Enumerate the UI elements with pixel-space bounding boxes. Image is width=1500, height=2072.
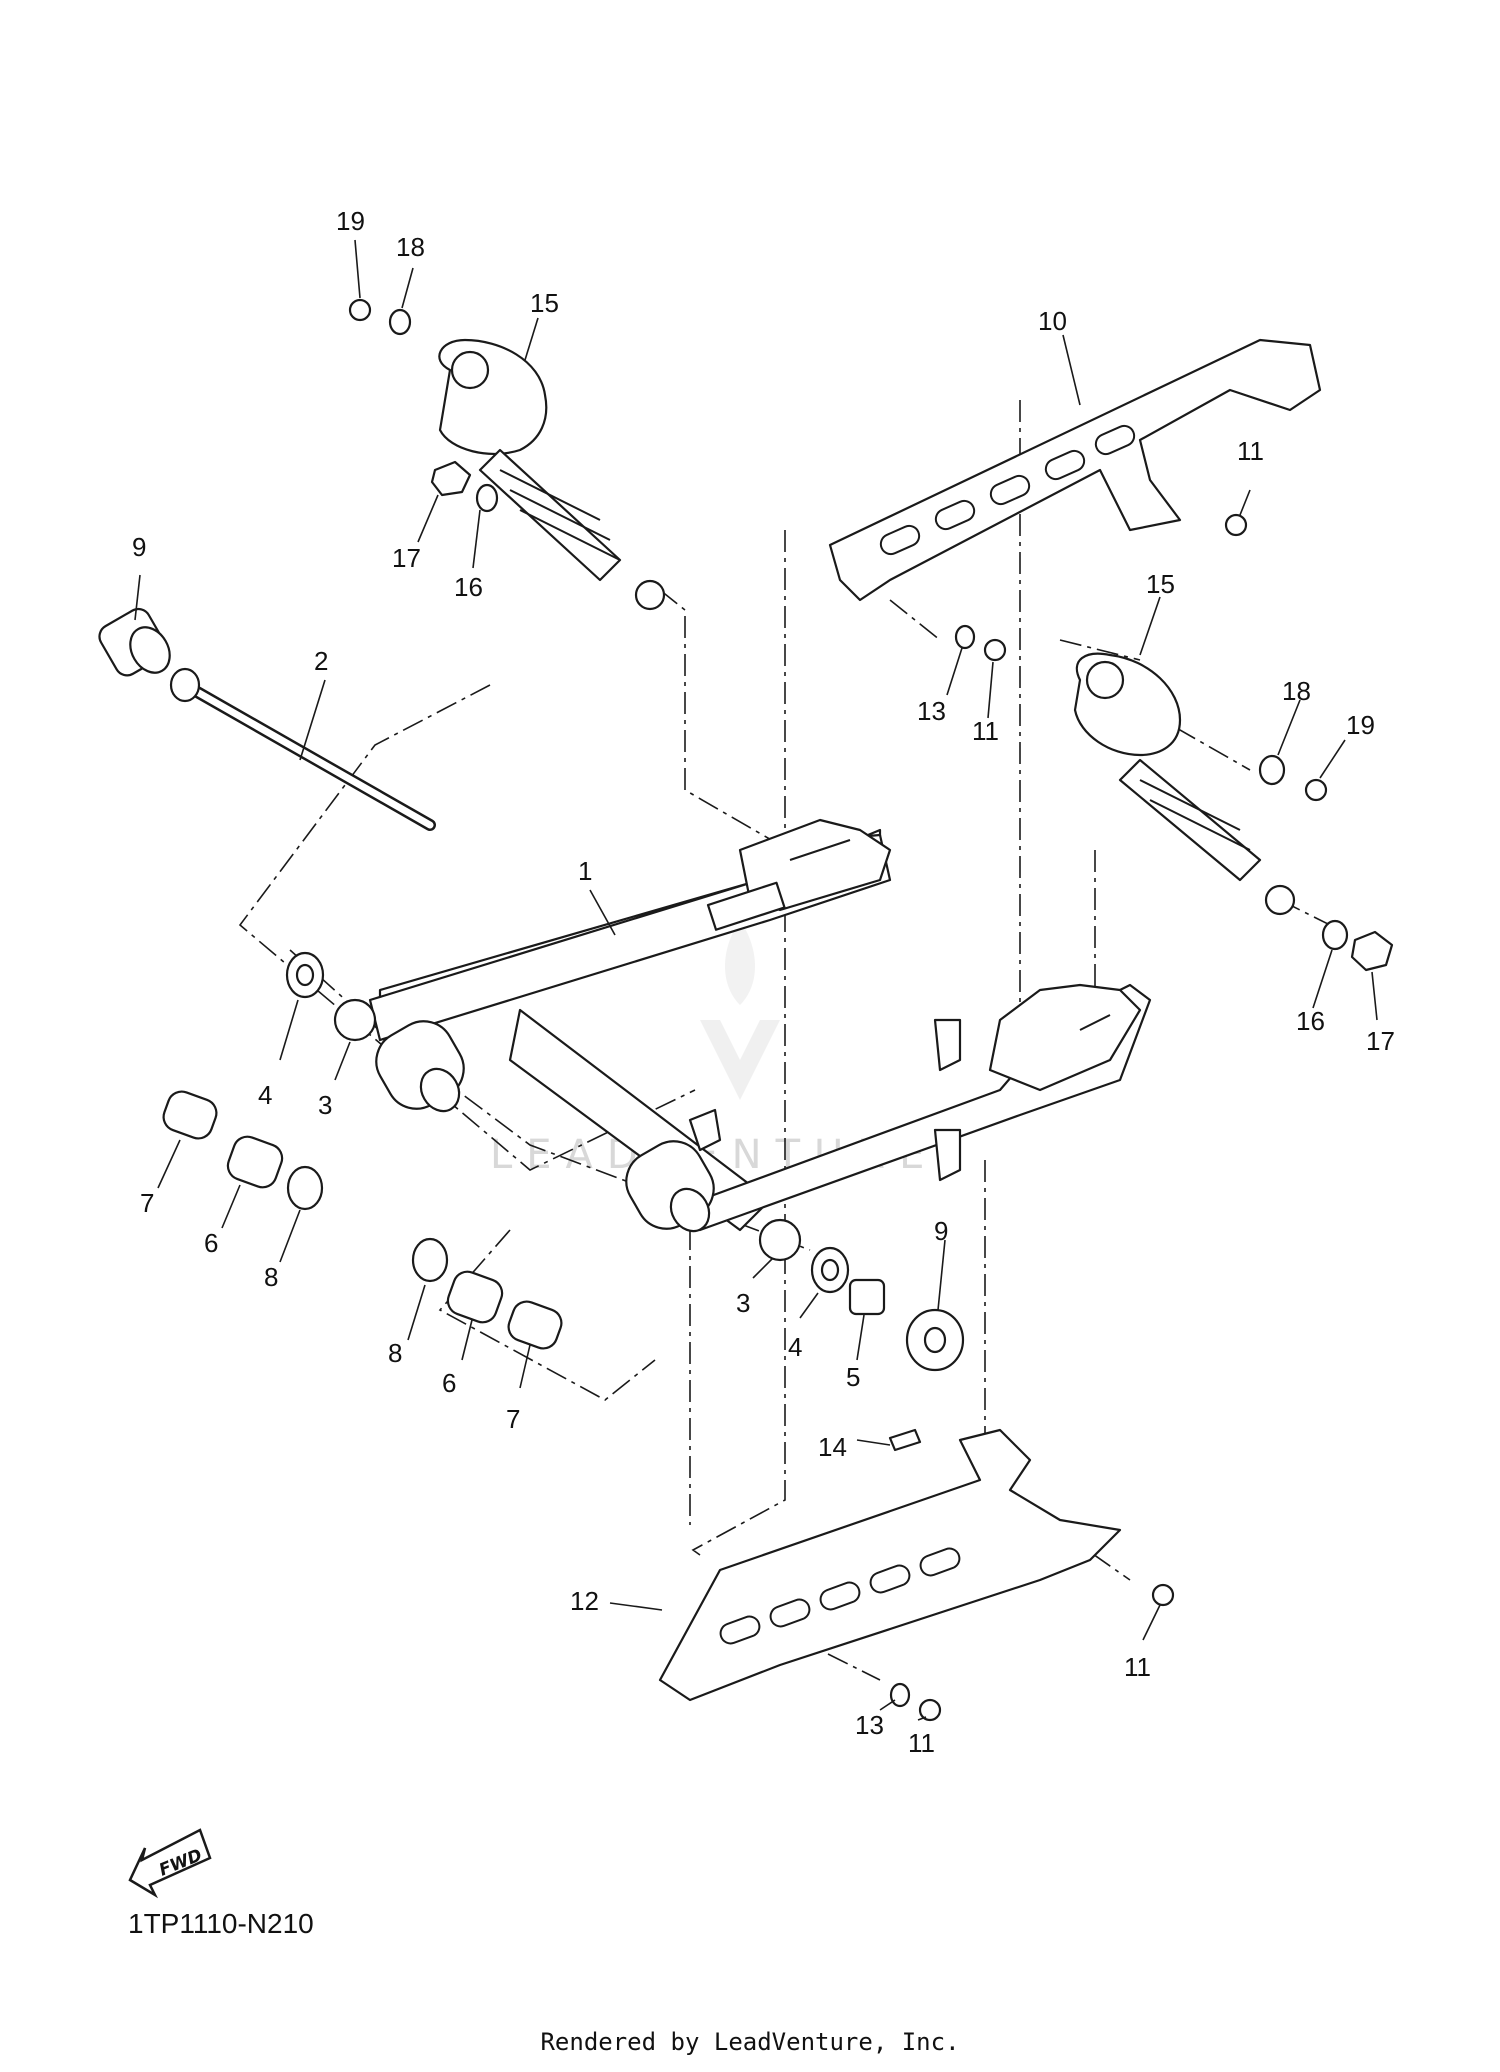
callout-6: 6 bbox=[204, 1228, 218, 1258]
chain-case-lower bbox=[658, 1428, 1122, 1702]
diagram-code: 1TP1110-N210 bbox=[128, 1908, 314, 1939]
callout-3: 3 bbox=[736, 1288, 750, 1318]
leader-lines bbox=[134, 239, 1378, 1721]
shock-absorber-left bbox=[438, 338, 666, 611]
callout-11: 11 bbox=[972, 716, 999, 746]
callout-12: 12 bbox=[570, 1586, 599, 1616]
callout-8: 8 bbox=[388, 1338, 402, 1368]
chain-case-upper bbox=[828, 338, 1322, 602]
callout-11: 11 bbox=[1124, 1652, 1151, 1682]
callout-13: 13 bbox=[917, 696, 946, 726]
callout-15: 15 bbox=[530, 288, 559, 318]
callout-19: 19 bbox=[336, 206, 365, 236]
callout-18: 18 bbox=[396, 232, 425, 262]
callout-9: 9 bbox=[132, 532, 146, 562]
callout-7: 7 bbox=[506, 1404, 520, 1434]
callout-10: 10 bbox=[1038, 306, 1067, 336]
callout-numbers: 19 18 15 17 16 9 2 1 4 3 7 6 8 8 6 7 10 … bbox=[132, 206, 1395, 1758]
callout-8: 8 bbox=[264, 1262, 278, 1292]
callout-6: 6 bbox=[442, 1368, 456, 1398]
fwd-arrow-icon: FWD bbox=[128, 1828, 212, 1899]
watermark-logo bbox=[700, 920, 780, 1100]
callout-17: 17 bbox=[1366, 1026, 1395, 1056]
shock-absorber-right bbox=[1073, 652, 1296, 916]
bushings-washers bbox=[162, 298, 1394, 1722]
label-tag bbox=[888, 1428, 922, 1452]
callout-15: 15 bbox=[1146, 569, 1175, 599]
callout-18: 18 bbox=[1282, 676, 1311, 706]
callout-9: 9 bbox=[934, 1216, 948, 1246]
callout-13: 13 bbox=[855, 1710, 884, 1740]
callout-11: 11 bbox=[908, 1728, 935, 1758]
callout-3: 3 bbox=[318, 1090, 332, 1120]
callout-4: 4 bbox=[258, 1080, 272, 1110]
callout-14: 14 bbox=[818, 1432, 847, 1462]
callout-4: 4 bbox=[788, 1332, 802, 1362]
callout-19: 19 bbox=[1346, 710, 1375, 740]
pivot-shaft bbox=[169, 667, 436, 831]
callout-17: 17 bbox=[392, 543, 421, 573]
callout-2: 2 bbox=[314, 646, 328, 676]
callout-16: 16 bbox=[454, 572, 483, 602]
callout-16: 16 bbox=[1296, 1006, 1325, 1036]
callout-5: 5 bbox=[846, 1362, 860, 1392]
swingarm bbox=[368, 818, 1152, 1233]
render-credit: Rendered by LeadVenture, Inc. bbox=[540, 2028, 960, 2056]
callout-11: 11 bbox=[1237, 436, 1264, 466]
callout-7: 7 bbox=[140, 1188, 154, 1218]
pivot-nut bbox=[98, 607, 171, 677]
callout-1: 1 bbox=[578, 856, 592, 886]
